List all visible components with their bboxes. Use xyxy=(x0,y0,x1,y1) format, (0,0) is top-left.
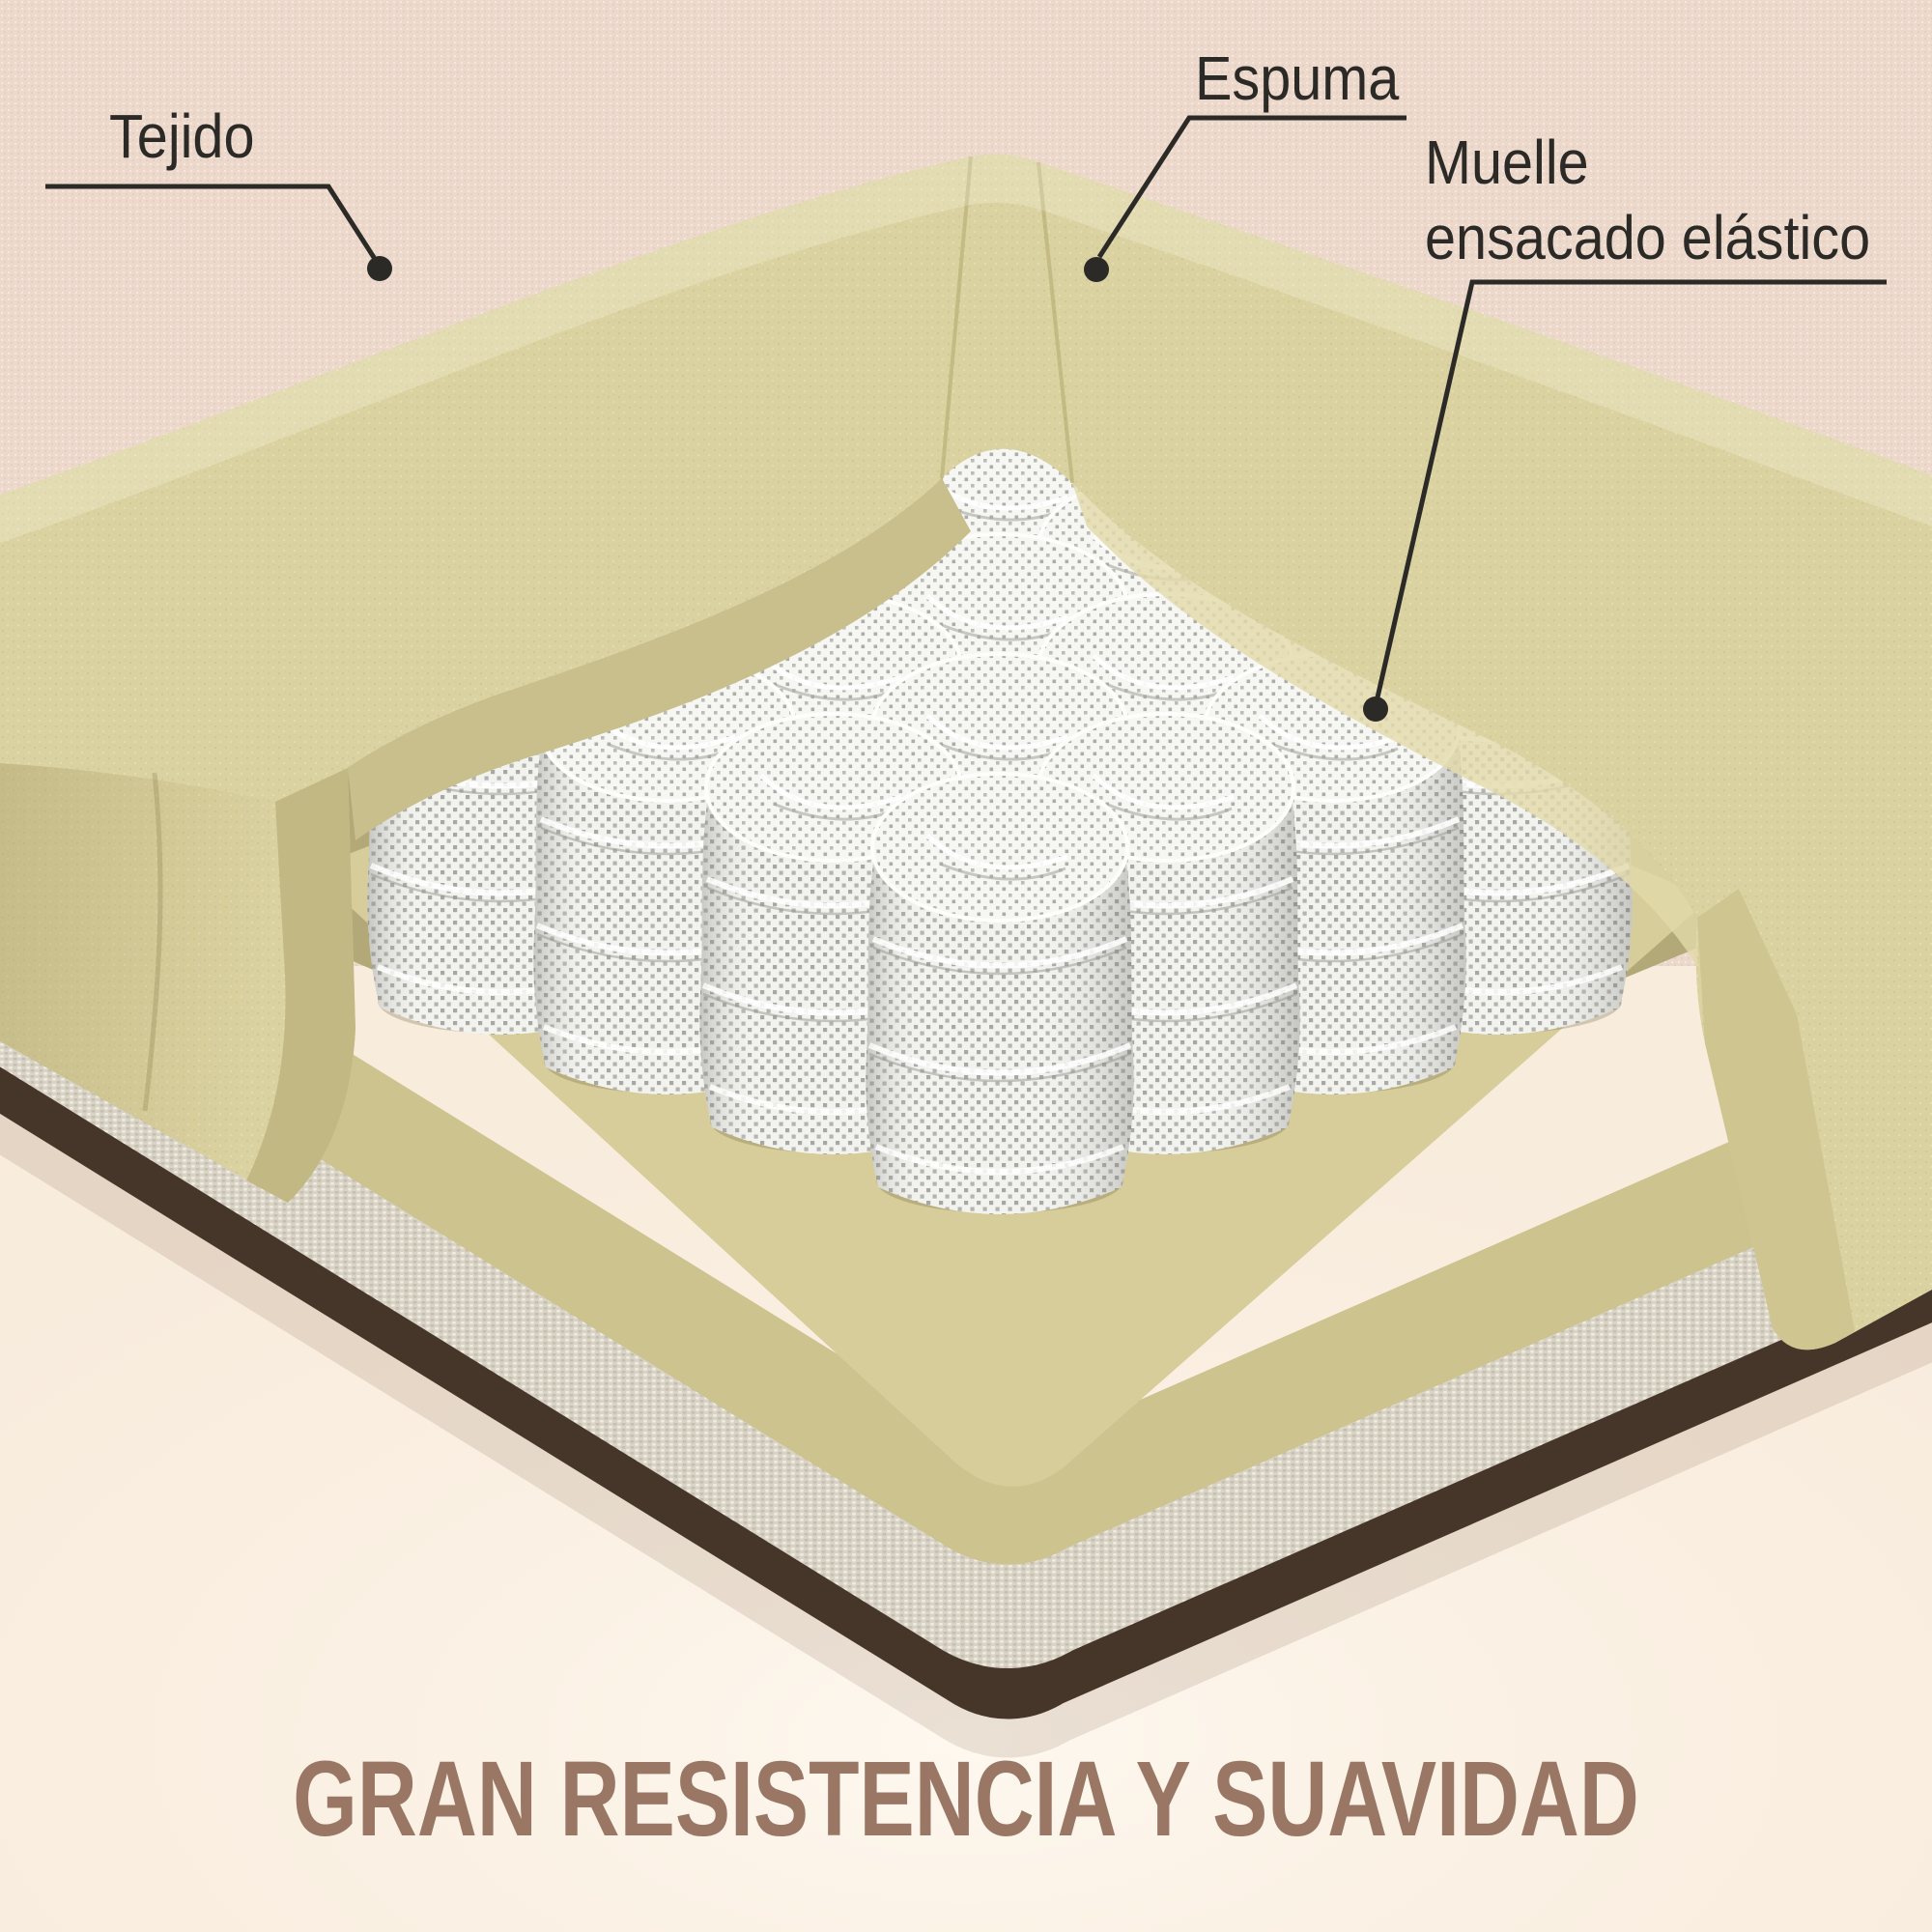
label-muelle-line2: ensacado elástico xyxy=(1425,203,1871,272)
linen-base-weave xyxy=(0,934,1932,1668)
foam-inner-face-back-left xyxy=(348,478,971,840)
foam-inner-face-right-highlight xyxy=(1072,483,1697,966)
foam-bevel-right xyxy=(1037,161,1074,484)
callout-dot-tejido xyxy=(367,256,392,281)
callout-dot-espuma xyxy=(1084,257,1109,282)
foam-bevel-left xyxy=(940,156,973,479)
headline-text: GRAN RESISTENCIA Y SUAVIDAD xyxy=(293,1740,1639,1859)
leader-line-muelle xyxy=(1375,279,1887,698)
pocket-spring xyxy=(866,774,1133,1214)
foam-left-arm-front-face xyxy=(0,763,286,1180)
foam-base-cut-face xyxy=(0,853,1932,1565)
leader-line-tejido xyxy=(45,184,378,261)
label-muelle: Muelle ensacado elástico xyxy=(1425,125,1870,275)
label-tejido: Tejido xyxy=(109,101,255,171)
callout-dot-muelle xyxy=(1363,696,1388,722)
foam-rim-texture xyxy=(0,154,1932,1350)
leader-line-espuma xyxy=(1096,115,1406,259)
foam-seam-line xyxy=(142,772,163,1112)
base-edge-piping xyxy=(0,1025,1932,1719)
foam-inner-face-left-arm xyxy=(246,768,355,1203)
foam-right-arm-cut-face xyxy=(1697,889,1855,1350)
foam-outer-arc-highlight xyxy=(0,154,1932,544)
label-espuma: Espuma xyxy=(1195,43,1400,113)
callout-leaders xyxy=(45,115,1887,698)
label-muelle-line1: Muelle xyxy=(1425,128,1589,197)
